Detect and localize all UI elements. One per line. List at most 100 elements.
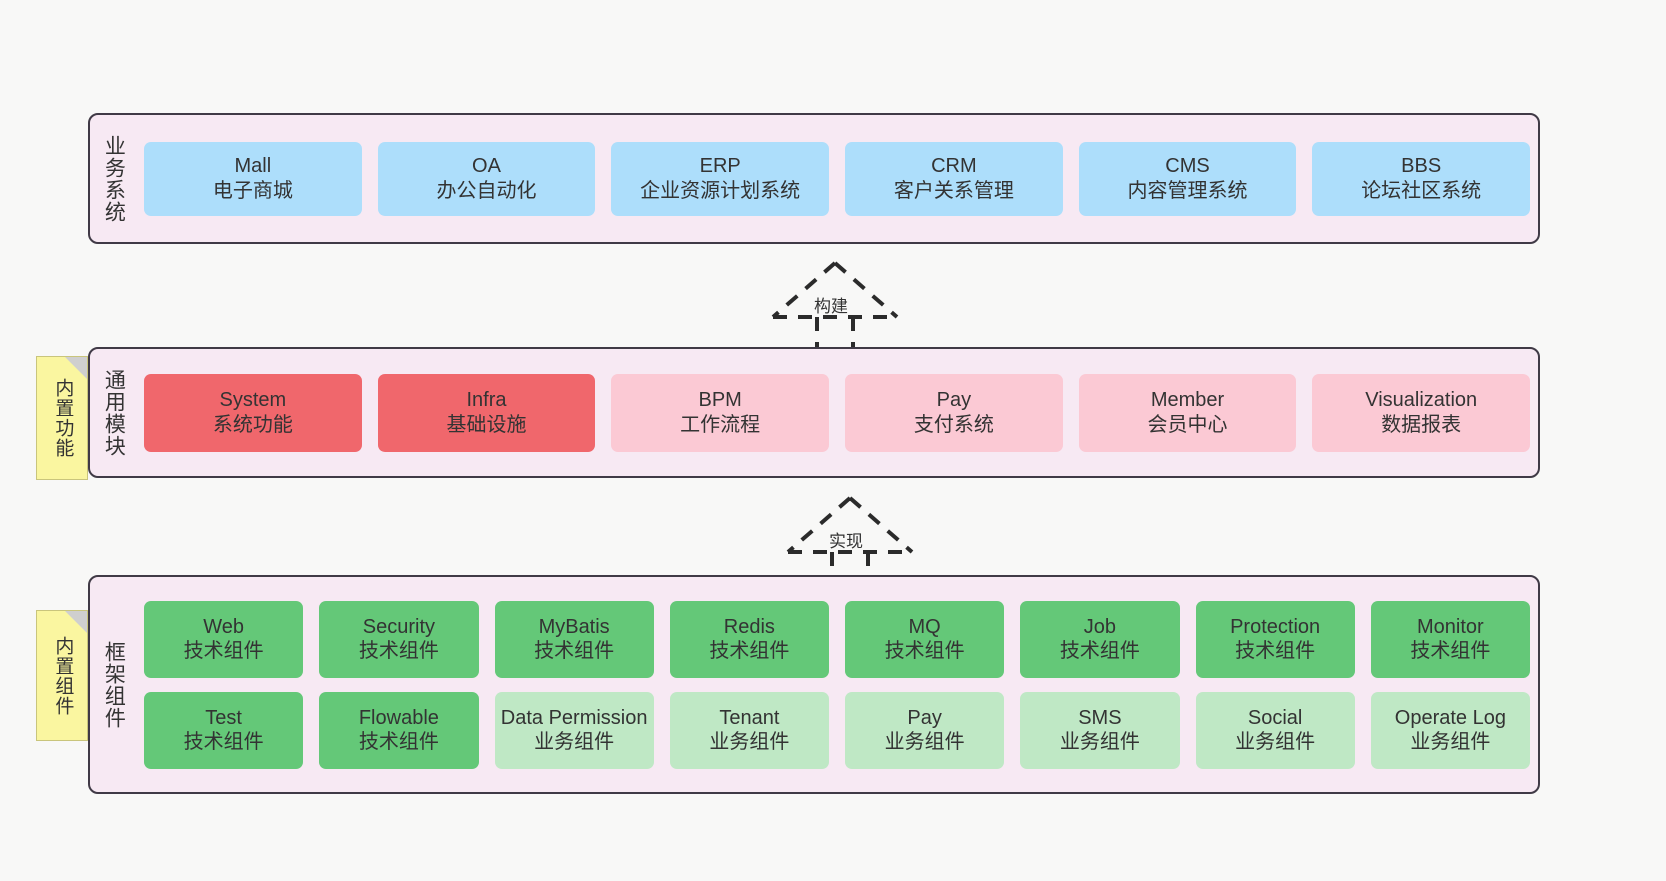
card-title: ERP bbox=[699, 155, 741, 178]
arrow-build-label: 构建 bbox=[814, 297, 848, 316]
card-social[interactable]: Social 业务组件 bbox=[1195, 691, 1355, 769]
framework-biz-row: Test 技术组件 Flowable 技术组件 Data Permission … bbox=[144, 691, 1530, 769]
card-subtitle: 业务组件 bbox=[1410, 731, 1491, 753]
card-title: Mall bbox=[234, 155, 272, 178]
card-title: OA bbox=[472, 155, 501, 178]
card-title: Redis bbox=[723, 615, 775, 638]
card-web[interactable]: Web 技术组件 bbox=[144, 600, 304, 678]
card-visualization[interactable]: Visualization 数据报表 bbox=[1312, 373, 1531, 452]
card-subtitle: 电子商城 bbox=[212, 179, 293, 202]
card-pay[interactable]: Pay 支付系统 bbox=[845, 373, 1063, 452]
card-subtitle: 技术组件 bbox=[1059, 640, 1140, 662]
card-title: Member bbox=[1150, 389, 1225, 412]
sticky-note-builtin-components[interactable]: 内置组件 bbox=[36, 610, 88, 741]
card-subtitle: 办公自动化 bbox=[436, 179, 537, 202]
card-subtitle: 客户关系管理 bbox=[893, 179, 1014, 202]
card-subtitle: 论坛社区系统 bbox=[1361, 179, 1482, 202]
framework-tech-row: Web 技术组件 Security 技术组件 MyBatis 技术组件 Redi… bbox=[144, 600, 1530, 678]
card-title: Infra bbox=[466, 389, 507, 412]
card-subtitle: 技术组件 bbox=[534, 640, 615, 662]
card-oa[interactable]: OA 办公自动化 bbox=[377, 141, 596, 216]
card-pay-component[interactable]: Pay 业务组件 bbox=[845, 691, 1005, 769]
card-title: MQ bbox=[908, 615, 941, 638]
layer-common-modules: 通用模块 System 系统功能 Infra 基础设施 BPM 工作流程 Pay… bbox=[88, 347, 1540, 478]
card-title: Monitor bbox=[1417, 615, 1484, 638]
card-member[interactable]: Member 会员中心 bbox=[1078, 373, 1297, 452]
sticky-note-label: 内置组件 bbox=[52, 635, 74, 716]
card-sms[interactable]: SMS 业务组件 bbox=[1020, 691, 1180, 769]
layer-business-systems-title: 业务系统 bbox=[102, 134, 126, 223]
card-title: BPM bbox=[698, 389, 742, 412]
card-operate-log[interactable]: Operate Log 业务组件 bbox=[1370, 691, 1530, 769]
card-subtitle: 业务组件 bbox=[534, 731, 615, 753]
card-title: Visualization bbox=[1365, 389, 1478, 412]
card-title: Security bbox=[362, 615, 435, 638]
card-subtitle: 业务组件 bbox=[1059, 731, 1140, 753]
card-title: Tenant bbox=[719, 706, 780, 729]
card-title: Operate Log bbox=[1394, 706, 1506, 729]
layer-framework-components: 框架组件 Web 技术组件 Security 技术组件 MyBatis 技术组件… bbox=[88, 575, 1540, 794]
common-modules-row: System 系统功能 Infra 基础设施 BPM 工作流程 Pay 支付系统… bbox=[144, 373, 1531, 452]
card-subtitle: 工作流程 bbox=[680, 413, 761, 436]
card-title: SMS bbox=[1078, 706, 1122, 729]
card-title: Pay bbox=[907, 706, 942, 729]
page-fold-icon bbox=[65, 357, 87, 379]
card-subtitle: 技术组件 bbox=[183, 731, 264, 753]
card-title: Data Permission bbox=[500, 706, 648, 729]
card-job[interactable]: Job 技术组件 bbox=[1020, 600, 1180, 678]
card-bpm[interactable]: BPM 工作流程 bbox=[611, 373, 830, 452]
card-tenant[interactable]: Tenant 业务组件 bbox=[669, 691, 829, 769]
card-data-permission[interactable]: Data Permission 业务组件 bbox=[494, 691, 654, 769]
card-subtitle: 技术组件 bbox=[884, 640, 965, 662]
card-protection[interactable]: Protection 技术组件 bbox=[1195, 600, 1355, 678]
card-subtitle: 业务组件 bbox=[884, 731, 965, 753]
card-mq[interactable]: MQ 技术组件 bbox=[845, 600, 1005, 678]
card-subtitle: 技术组件 bbox=[709, 640, 790, 662]
card-title: Social bbox=[1247, 706, 1303, 729]
page-fold-icon bbox=[65, 611, 87, 633]
card-subtitle: 技术组件 bbox=[1410, 640, 1491, 662]
card-test[interactable]: Test 技术组件 bbox=[144, 691, 304, 769]
layer-common-modules-title: 通用模块 bbox=[102, 368, 126, 457]
card-subtitle: 业务组件 bbox=[1235, 731, 1316, 753]
business-systems-row: Mall 电子商城 OA 办公自动化 ERP 企业资源计划系统 CRM 客户关系… bbox=[144, 141, 1531, 216]
card-bbs[interactable]: BBS 论坛社区系统 bbox=[1312, 141, 1531, 216]
layer-framework-components-title: 框架组件 bbox=[102, 640, 126, 729]
card-title: MyBatis bbox=[538, 615, 610, 638]
card-title: Protection bbox=[1230, 615, 1321, 638]
card-subtitle: 基础设施 bbox=[446, 413, 527, 436]
card-title: CRM bbox=[931, 155, 977, 178]
card-title: CMS bbox=[1165, 155, 1210, 178]
card-title: Web bbox=[203, 615, 244, 638]
layer-common-modules-body: System 系统功能 Infra 基础设施 BPM 工作流程 Pay 支付系统… bbox=[136, 349, 1538, 476]
card-subtitle: 技术组件 bbox=[1235, 640, 1316, 662]
card-mybatis[interactable]: MyBatis 技术组件 bbox=[494, 600, 654, 678]
card-subtitle: 支付系统 bbox=[913, 413, 994, 436]
card-subtitle: 技术组件 bbox=[358, 640, 439, 662]
sticky-note-builtin-features[interactable]: 内置功能 bbox=[36, 356, 88, 480]
card-redis[interactable]: Redis 技术组件 bbox=[669, 600, 829, 678]
card-subtitle: 技术组件 bbox=[183, 640, 264, 662]
card-crm[interactable]: CRM 客户关系管理 bbox=[845, 141, 1063, 216]
card-subtitle: 内容管理系统 bbox=[1127, 179, 1248, 202]
card-monitor[interactable]: Monitor 技术组件 bbox=[1370, 600, 1530, 678]
card-mall[interactable]: Mall 电子商城 bbox=[144, 141, 362, 216]
card-system[interactable]: System 系统功能 bbox=[144, 373, 362, 452]
card-security[interactable]: Security 技术组件 bbox=[319, 600, 479, 678]
layer-framework-components-body: Web 技术组件 Security 技术组件 MyBatis 技术组件 Redi… bbox=[136, 577, 1538, 792]
card-cms[interactable]: CMS 内容管理系统 bbox=[1078, 141, 1297, 216]
card-subtitle: 会员中心 bbox=[1147, 413, 1228, 436]
card-title: Job bbox=[1083, 615, 1116, 638]
sticky-note-label: 内置功能 bbox=[52, 378, 74, 458]
card-title: Pay bbox=[936, 389, 972, 412]
card-subtitle: 技术组件 bbox=[358, 731, 439, 753]
layer-business-systems: 业务系统 Mall 电子商城 OA 办公自动化 ERP 企业资源计划系统 CRM… bbox=[88, 113, 1540, 244]
card-title: System bbox=[219, 389, 287, 412]
card-infra[interactable]: Infra 基础设施 bbox=[377, 373, 596, 452]
card-erp[interactable]: ERP 企业资源计划系统 bbox=[611, 141, 830, 216]
card-flowable[interactable]: Flowable 技术组件 bbox=[319, 691, 479, 769]
card-subtitle: 系统功能 bbox=[212, 413, 293, 436]
card-subtitle: 数据报表 bbox=[1381, 413, 1462, 436]
generalization-arrow-build: 构建 bbox=[745, 255, 925, 355]
card-title: Test bbox=[205, 706, 242, 729]
